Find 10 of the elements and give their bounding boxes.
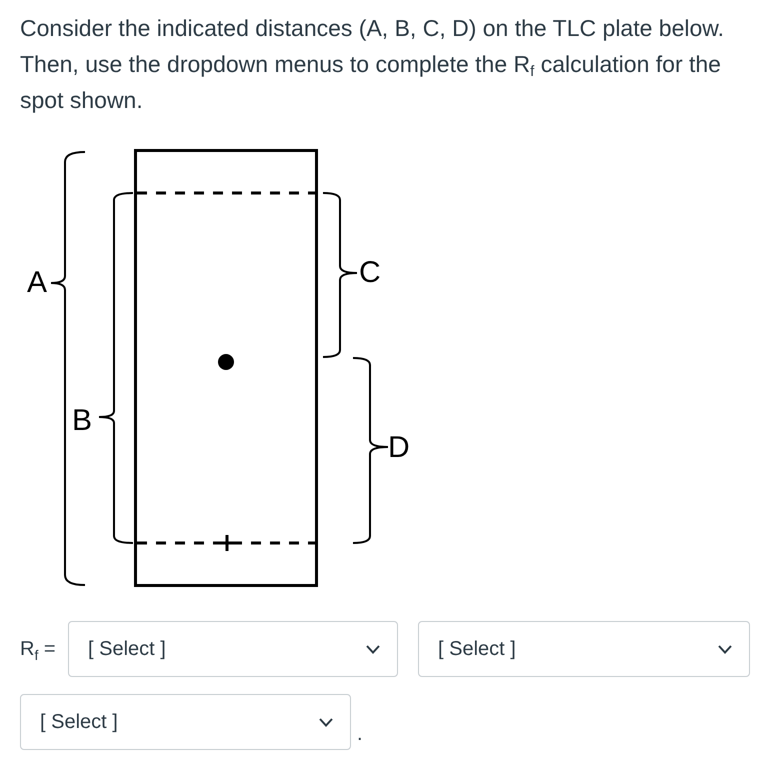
dropdown-select: [ Select ] [418, 621, 750, 677]
equation-label: R$_{f}$ = [20, 637, 56, 663]
distance-label: D [388, 433, 410, 463]
distance-label: C [359, 258, 381, 288]
period: . [357, 722, 363, 747]
distance-label: B [72, 406, 92, 436]
dropdown-select: [ Select ] [20, 694, 351, 750]
question-text: Consider the indicated distances (A, B, C, D) on the TLC plate below. Then, use the dropdown menus to complete the R$_{f}$ calculation for the spot shown. [20, 14, 726, 115]
dropdown-select: [ Select ] [68, 621, 398, 677]
distance-label: A [27, 268, 48, 298]
